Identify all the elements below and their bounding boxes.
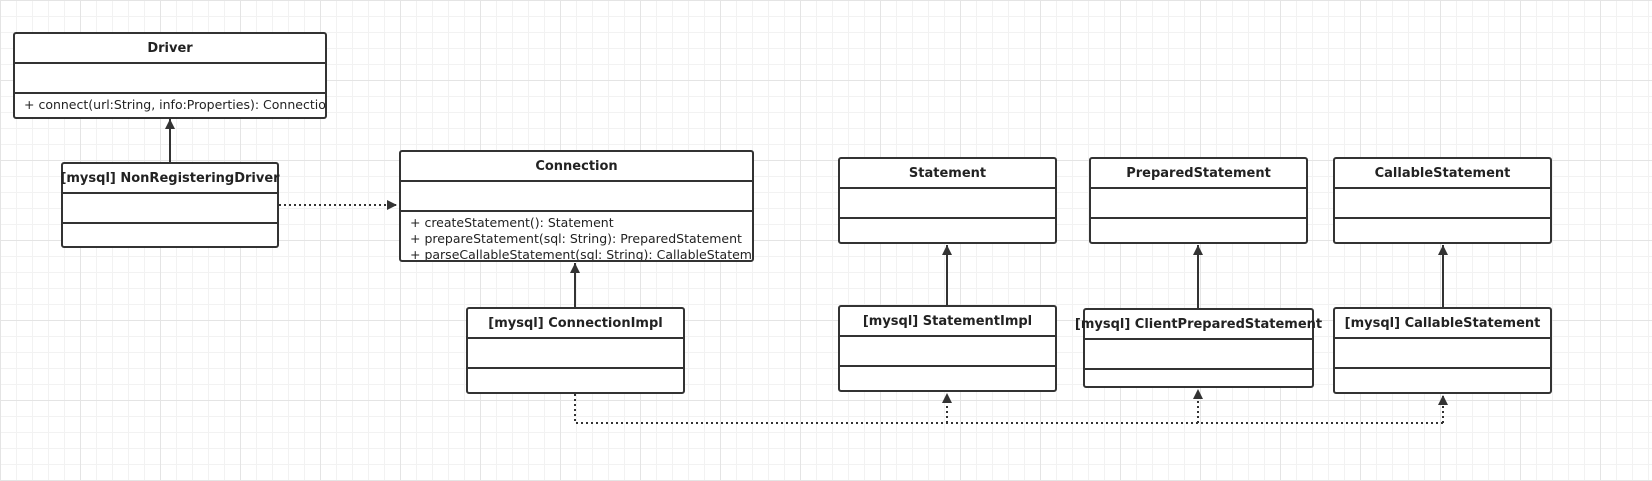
class-statement[interactable]: Statement [838,157,1057,244]
class-prepared-statement-attributes [1091,189,1306,219]
class-client-prepared-statement-operations [1085,370,1312,386]
operation-connect: + connect(url:String, info:Properties): … [24,97,325,112]
class-statement-operations [840,219,1055,242]
class-statement-name: Statement [840,159,1055,189]
operation-parse-callable-statement: + parseCallableStatement(sql: String): C… [410,247,752,260]
class-connection-impl-name: [mysql] ConnectionImpl [468,309,683,339]
class-non-registering-driver[interactable]: [mysql] NonRegisteringDriver [60,162,280,248]
class-statement-impl-operations [840,367,1055,390]
operation-prepare-statement: + prepareStatement(sql: String): Prepare… [410,231,742,246]
class-connection-impl[interactable]: [mysql] ConnectionImpl [466,307,685,394]
class-mysql-callable-statement-operations [1335,369,1550,392]
class-callable-statement-operations [1335,219,1550,242]
class-prepared-statement-name: PreparedStatement [1091,159,1306,189]
class-mysql-callable-statement-name: [mysql] CallableStatement [1335,309,1550,339]
class-callable-statement[interactable]: CallableStatement [1333,157,1552,244]
class-callable-statement-name: CallableStatement [1335,159,1550,189]
class-connection[interactable]: Connection + createStatement(): Statemen… [399,150,754,262]
class-client-prepared-statement-attributes [1085,340,1312,370]
class-connection-impl-attributes [468,339,683,369]
class-driver-name: Driver [15,34,325,64]
class-driver-attributes [15,64,325,94]
class-prepared-statement-operations [1091,219,1306,242]
class-mysql-callable-statement[interactable]: [mysql] CallableStatement [1333,307,1552,394]
class-non-registering-driver-attributes [63,194,277,224]
class-non-registering-driver-name: [mysql] NonRegisteringDriver [60,164,280,194]
class-client-prepared-statement[interactable]: [mysql] ClientPreparedStatement [1075,308,1322,388]
class-callable-statement-attributes [1335,189,1550,219]
class-driver[interactable]: Driver + connect(url:String, info:Proper… [13,32,327,119]
operation-create-statement: + createStatement(): Statement [410,215,614,230]
class-mysql-callable-statement-attributes [1335,339,1550,369]
class-statement-attributes [840,189,1055,219]
class-driver-operations: + connect(url:String, info:Properties): … [15,94,325,117]
class-non-registering-driver-operations [63,224,277,246]
edge-connection-impl-bus [574,394,1443,424]
class-client-prepared-statement-name: [mysql] ClientPreparedStatement [1075,310,1322,340]
class-connection-operations: + createStatement(): Statement + prepare… [401,212,752,260]
class-statement-impl-attributes [840,337,1055,367]
class-statement-impl-name: [mysql] StatementImpl [840,307,1055,337]
class-connection-impl-operations [468,369,683,392]
class-prepared-statement[interactable]: PreparedStatement [1089,157,1308,244]
class-connection-name: Connection [401,152,752,182]
class-connection-attributes [401,182,752,212]
class-statement-impl[interactable]: [mysql] StatementImpl [838,305,1057,392]
